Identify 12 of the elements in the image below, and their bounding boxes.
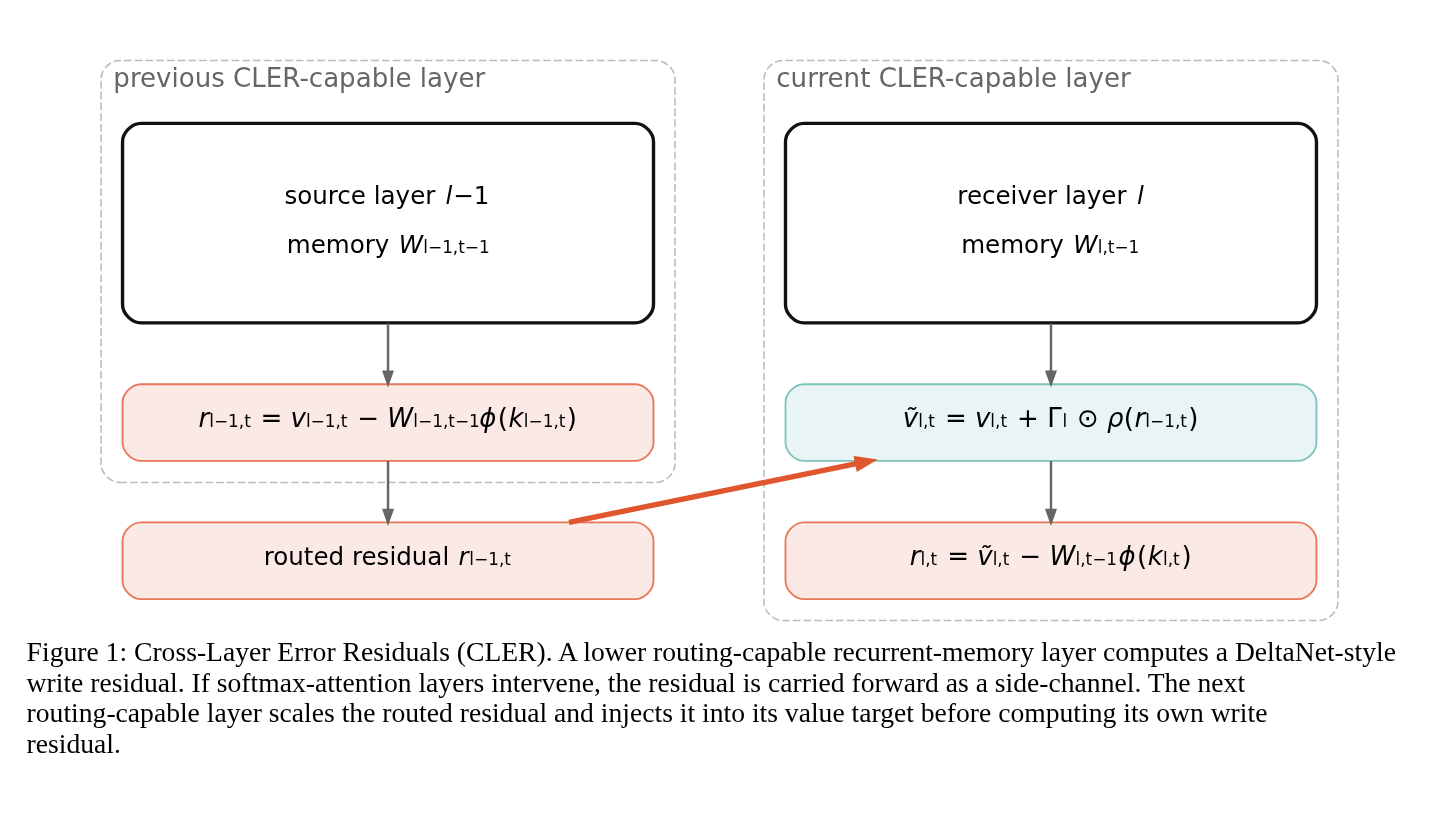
caption: Figure 1: Cross-Layer Error Residuals (CLER). A lower routing-capable recurrent-memory layer computes a DeltaNet-style write residual. If softmax-attention layers intervene, the residual is carried forward as a side-channel. The next routing-capable layer scales the routed residual and injects it into its value target before computing its own write residual. xyxy=(26,636,1396,760)
arrow xyxy=(1044,461,1057,527)
node-box: rl,t = ṽl,t − Wl,t−1ϕ(kl,t) xyxy=(784,521,1318,600)
arrow xyxy=(382,323,395,388)
node-box: rl−1,t = vl−1,t − Wl−1,t−1ϕ(kl−1,t) xyxy=(121,383,655,462)
node-box: receiver layer l memory Wl,t−1 xyxy=(783,121,1319,325)
node-box: routed residual rl−1,t xyxy=(121,521,655,600)
node-box: ṽl,t = vl,t + Γl ⊙ ρ(rl−1,t) xyxy=(784,383,1318,462)
node-box: source layer l−1 memory Wl−1,t−1 xyxy=(120,121,656,325)
arrow xyxy=(568,456,878,525)
arrow xyxy=(1044,323,1057,388)
arrow xyxy=(382,461,395,527)
